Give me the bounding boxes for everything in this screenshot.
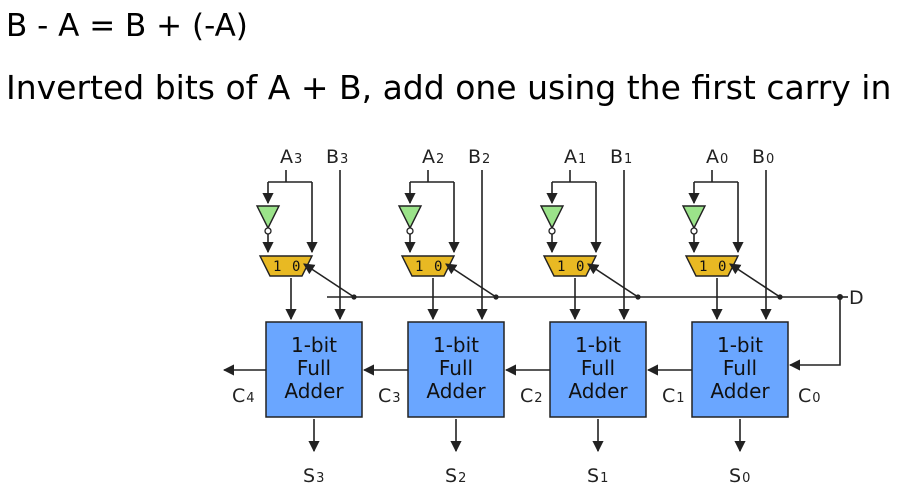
carry-label-c2: C2 [520, 385, 543, 407]
full-adder-text: 1-bit [575, 333, 621, 357]
inverter-gate [681, 205, 707, 230]
full-adder-text: Full [439, 356, 473, 380]
mux [400, 255, 456, 277]
full-adder-text: Full [723, 356, 757, 380]
input-label-a2: A2 [422, 146, 444, 168]
wire-select [303, 263, 355, 298]
carry-label-c3: C3 [378, 385, 401, 407]
mux-label-1: 1 [415, 259, 423, 275]
full-adder-text: Full [581, 356, 615, 380]
full-adder-text: Adder [426, 379, 486, 403]
full-adder-text: 1-bit [433, 333, 479, 357]
mux-label-0: 0 [576, 259, 584, 275]
inverter-bubble [690, 227, 698, 235]
inverter-bubble [406, 227, 414, 235]
input-label-a3: A3 [280, 146, 302, 168]
input-label-a1: A1 [564, 146, 586, 168]
input-label-b2: B2 [468, 146, 490, 168]
inverter-bubble [264, 227, 272, 235]
full-adder-box [691, 321, 789, 418]
mux-label-0: 0 [434, 259, 442, 275]
mux-label-0: 0 [718, 259, 726, 275]
wire-select [445, 263, 497, 298]
sum-label-s1: S1 [587, 465, 608, 487]
full-adder-text: Adder [284, 379, 344, 403]
full-adder-text: Adder [710, 379, 770, 403]
carry-label-c4: C4 [232, 385, 255, 407]
full-adder-box [265, 321, 363, 418]
full-adder-text: Full [297, 356, 331, 380]
inverter-gate [255, 205, 281, 230]
description-heading: Inverted bits of A + B, add one using th… [6, 68, 892, 107]
sum-label-s2: S2 [445, 465, 466, 487]
mux-label-1: 1 [557, 259, 565, 275]
carry-label-c0: C0 [798, 385, 821, 407]
full-adder-text: 1-bit [717, 333, 763, 357]
mux-label-1: 1 [273, 259, 281, 275]
input-label-b0: B0 [752, 146, 774, 168]
full-adder-box [549, 321, 647, 418]
mux [684, 255, 740, 277]
mux [258, 255, 314, 277]
full-adder-text: 1-bit [291, 333, 337, 357]
carry-label-c1: C1 [662, 385, 685, 407]
inverter-bubble [548, 227, 556, 235]
sum-label-s0: S0 [729, 465, 750, 487]
input-label-b3: B3 [326, 146, 348, 168]
mux [542, 255, 598, 277]
equation-heading: B - A = B + (-A) [6, 8, 248, 44]
wire-select [587, 263, 639, 298]
wire-carry-in [788, 297, 841, 371]
mux-label-0: 0 [292, 259, 300, 275]
sum-label-s3: S3 [303, 465, 324, 487]
full-adder-box [407, 321, 505, 418]
inverter-gate [539, 205, 565, 230]
mux-label-1: 1 [699, 259, 707, 275]
full-adder-text: Adder [568, 379, 628, 403]
inverter-gate [397, 205, 423, 230]
input-label-a0: A0 [706, 146, 728, 168]
input-label-b1: B1 [610, 146, 632, 168]
control-label-d: D [849, 287, 864, 309]
wire-select [729, 263, 781, 298]
